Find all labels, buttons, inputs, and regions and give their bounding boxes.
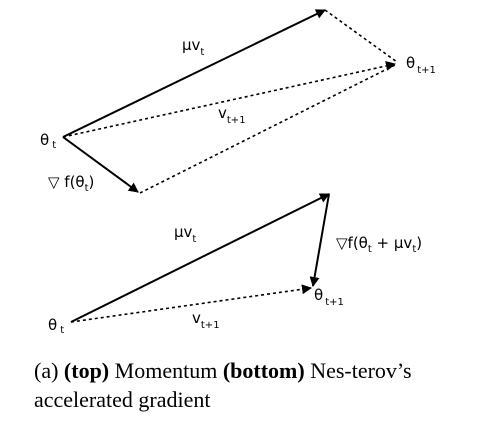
nesterov-gradient-arrow	[309, 193, 330, 287]
momentum-gradient-label: ▽ f(θt)	[48, 173, 94, 194]
nesterov-v-t1-label: vt+1	[192, 309, 220, 331]
caption-top-word: (top)	[63, 358, 110, 383]
momentum-mu-v-label: μvt	[182, 36, 204, 58]
caption-bottom-word: (bottom)	[222, 358, 305, 383]
momentum-gradient-arrow	[62, 136, 139, 193]
momentum-mu-v-arrow	[62, 9, 326, 138]
nesterov-v-t1-arrow	[70, 284, 312, 323]
figure-caption: (a) (top) Momentum (bottom) Nes-terov’s …	[34, 356, 474, 414]
caption-label: (a)	[34, 358, 59, 383]
momentum-v-t1-arrow	[62, 61, 396, 138]
caption-nesterov: Nes-terov’s accelerated gradient	[34, 358, 412, 412]
caption-momentum: Momentum	[114, 358, 218, 383]
momentum-dotted-gradient-shift	[324, 9, 398, 63]
momentum-dotted-mu-v-shift	[139, 63, 398, 194]
momentum-v-t1-label: vt+1	[218, 104, 246, 126]
nesterov-mu-v-arrow	[70, 193, 330, 323]
nesterov-gradient-label: ▽f(θt + μvt)	[336, 234, 422, 255]
nesterov-mu-v-label: μvt	[174, 223, 196, 245]
